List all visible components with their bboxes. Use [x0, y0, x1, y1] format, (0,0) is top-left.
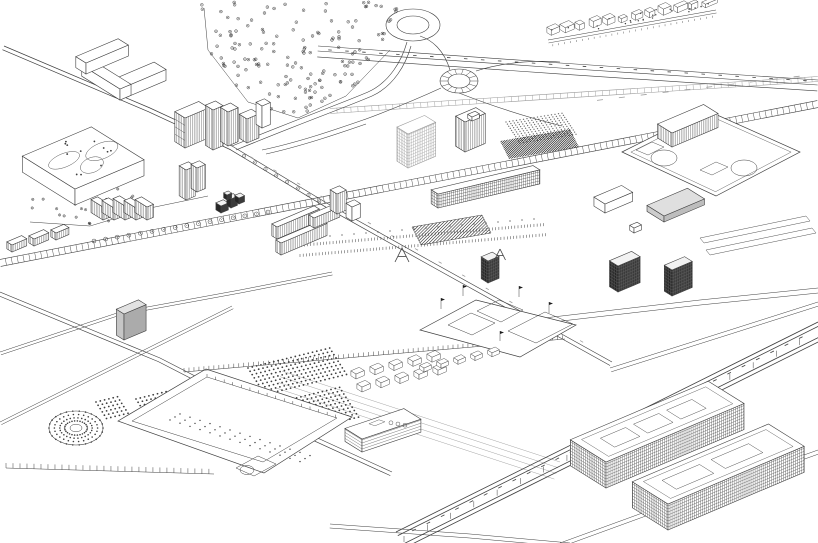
- campus-wing-c: [75, 38, 129, 75]
- market-crosses: [305, 218, 535, 239]
- forest-boundary: [203, 7, 391, 119]
- far-lane-dashes: [596, 75, 800, 101]
- dark-grid-mid-2: [663, 256, 693, 297]
- tiny-house-east: [629, 221, 643, 234]
- crane-2: [494, 248, 506, 261]
- road-right-1: [543, 287, 818, 324]
- tower-2: [219, 102, 239, 147]
- house-row-3: [419, 346, 500, 373]
- road-to-basin: [0, 305, 234, 425]
- annex-pool: [239, 465, 255, 475]
- rail-corridor-main: [0, 100, 818, 267]
- market-stall-row-2: [299, 233, 546, 257]
- house-row-2: [356, 363, 447, 393]
- sports-court-2: [699, 161, 729, 176]
- industrial-hall: [344, 408, 422, 453]
- gray-shed: [646, 187, 706, 223]
- park-basin-inner: [131, 376, 338, 463]
- highway-to-loop: [231, 41, 412, 151]
- megablock-b: [631, 423, 805, 531]
- sports-court-1: [635, 141, 665, 156]
- circular-plaza-mound: [48, 410, 104, 446]
- basin-marks: [169, 413, 311, 463]
- tower-small: [255, 98, 271, 129]
- mid-tower-2: [190, 160, 206, 193]
- low-block-w2: [28, 229, 50, 247]
- interchange-loop-1: [385, 8, 441, 42]
- center-tower-2: [345, 199, 361, 222]
- deck-flag-3: [518, 286, 523, 297]
- plaza-center: [69, 423, 83, 433]
- tower-3: [238, 108, 260, 144]
- terraced-slab: [174, 101, 210, 149]
- greenhouse-long: [430, 165, 541, 209]
- dark-block-3: [234, 192, 246, 205]
- white-box-east: [593, 185, 634, 214]
- basin-annex: [235, 455, 277, 477]
- orchard-4: [95, 395, 129, 420]
- village-strip-northeast: [546, 0, 718, 47]
- road-left-middle: [0, 271, 333, 356]
- deck-flag-2: [462, 285, 467, 296]
- dark-grid-mid-1: [608, 251, 641, 293]
- forest-edge-road: [261, 118, 367, 155]
- top-band-road: [317, 45, 818, 92]
- platform-east-2: [705, 227, 817, 256]
- sports-court-circle-2: [730, 159, 758, 177]
- dark-grid-tower: [480, 251, 500, 284]
- frame-building: [396, 115, 437, 169]
- top-band-cars: [328, 49, 807, 82]
- deck-flag-4: [548, 302, 553, 313]
- forest: [200, 0, 399, 114]
- platform-east-1: [699, 215, 811, 244]
- deck-court-2: [476, 299, 524, 323]
- deck-flag-5: [499, 331, 504, 341]
- basin-edge-ticks: [206, 374, 336, 418]
- fence-southwest: [5, 463, 215, 475]
- interchange-loop-2: [439, 68, 479, 94]
- striped-slab-5: [134, 196, 155, 221]
- silo-rooftop: [467, 110, 481, 122]
- loop-ramps: [365, 35, 563, 127]
- podium-roof-garden: [21, 126, 145, 206]
- sports-hall-striped: [656, 104, 719, 148]
- tree-plantation: [505, 112, 577, 144]
- trees-along-rail: [91, 209, 271, 244]
- deck-court-3: [507, 311, 574, 344]
- road-under-viaduct: [329, 523, 571, 543]
- sports-court-circle-1: [650, 149, 678, 167]
- dark-block-4: [222, 190, 233, 201]
- gray-slab: [115, 299, 147, 341]
- deck-flag-1: [440, 298, 445, 309]
- deck-court-1: [447, 312, 496, 336]
- avenue-main: [229, 145, 613, 366]
- rail-corridor-upper: [329, 76, 818, 114]
- crane-1: [394, 247, 410, 263]
- center-tower-1: [329, 185, 347, 215]
- house-row-1: [350, 350, 441, 380]
- road-right-2: [609, 301, 818, 373]
- low-block-w1: [6, 235, 28, 253]
- megablock-a: [569, 380, 745, 489]
- low-block-w3: [50, 224, 70, 241]
